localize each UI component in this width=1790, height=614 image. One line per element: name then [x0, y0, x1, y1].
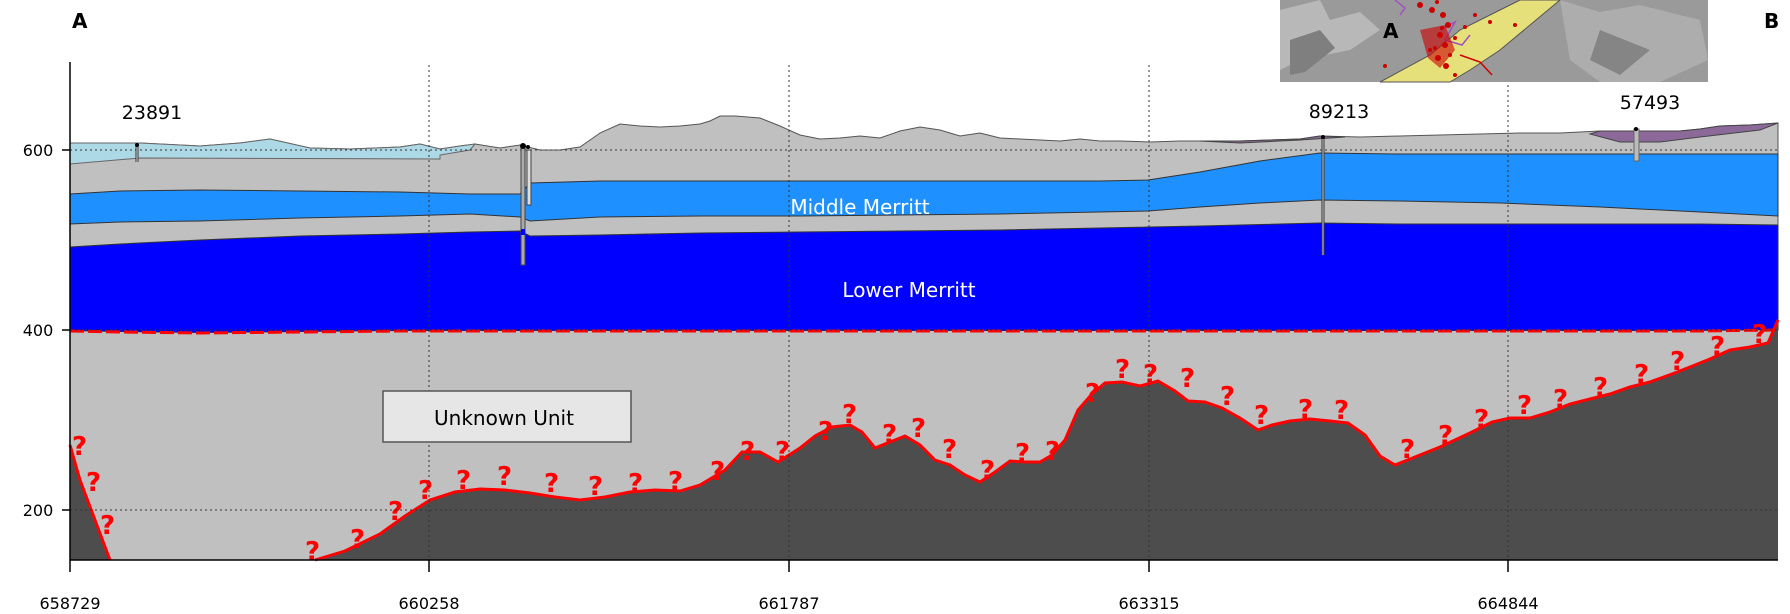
basement-contact-line: [68, 319, 1780, 562]
unknown-unit-box: [382, 390, 632, 443]
uncertain-contact-mark: ?: [350, 525, 365, 555]
uncertain-contact-mark: ?: [1593, 373, 1608, 403]
uncertain-contact-mark: ?: [775, 437, 790, 467]
uncertain-contact-mark: ?: [1752, 320, 1767, 350]
uncertain-contact-mark: ?: [544, 469, 559, 499]
uncertain-contact-mark: ?: [588, 472, 603, 502]
lake-fill: [69, 138, 477, 165]
uncertain-contact-mark: ?: [1015, 439, 1030, 469]
uncertain-contact-mark: ?: [1115, 355, 1130, 385]
inset-label: A: [1383, 19, 1399, 43]
uncertain-contact-mark: ?: [882, 420, 897, 450]
uncertain-contact-mark: ?: [1400, 435, 1415, 465]
uncertain-contact-mark: ?: [1517, 391, 1532, 421]
uncertain-contact-mark: ?: [1045, 437, 1060, 467]
uncertain-contact-mark: ?: [1710, 332, 1725, 362]
uncertain-contact-mark: ?: [1670, 347, 1685, 377]
uncertain-contact-mark: ?: [100, 511, 115, 541]
y-tick-label: 600: [23, 141, 54, 160]
well-label: 89213: [1309, 101, 1369, 123]
uncertain-contact-mark: ?: [710, 457, 725, 487]
inset-map: [1280, 0, 1708, 83]
well-57493: [1633, 127, 1640, 162]
x-tick-label: 661787: [758, 594, 819, 613]
x-tick-label: 658729: [39, 594, 100, 613]
uncertain-contact-mark: ?: [842, 400, 857, 430]
uncertain-contact-mark: ?: [418, 476, 433, 506]
basement-main-fill: [315, 320, 1778, 560]
uncertain-contact-mark: ?: [1438, 421, 1453, 451]
uncertain-contact-mark: ?: [1298, 395, 1313, 425]
uncertain-contact-mark: ?: [740, 437, 755, 467]
uncertain-contact-mark: ?: [388, 497, 403, 527]
uncertain-contact-mark: ?: [305, 537, 320, 567]
y-tick-label: 200: [23, 501, 54, 520]
uncertain-contact-mark: ?: [1254, 401, 1269, 431]
unknown-unit-label: Unknown Unit: [434, 406, 574, 430]
uncertain-contact-mark: ?: [1085, 379, 1100, 409]
uncertain-contact-mark: ?: [911, 414, 926, 444]
uncertain-contact-mark: ?: [1474, 405, 1489, 435]
purple-fill-1: [1199, 135, 1346, 144]
well-89213: [1321, 135, 1325, 255]
uncertain-contact-mark: ?: [1220, 382, 1235, 412]
well-23891: [135, 143, 139, 162]
uncertain-contact-mark: ?: [818, 417, 833, 447]
lower-merritt-base-contact: [69, 328, 1779, 335]
uncertain-contact-mark: ?: [86, 468, 101, 498]
uncertain-contact-mark: ?: [497, 462, 512, 492]
section-start-label: A: [72, 9, 88, 33]
uncertain-contact-mark: ?: [980, 456, 995, 486]
uncertain-contact-mark: ?: [1180, 364, 1195, 394]
x-tick-label: 663315: [1118, 594, 1179, 613]
uncertain-contact-mark: ?: [1634, 360, 1649, 390]
uncertain-contact-mark: ?: [1553, 385, 1568, 415]
uncertain-contact-mark: ?: [668, 467, 683, 497]
middle-merritt-label: Middle Merritt: [790, 195, 929, 219]
well-label: 23891: [122, 102, 182, 124]
uncertain-contact-mark: ?: [942, 435, 957, 465]
uncertain-contact-mark: ?: [456, 466, 471, 496]
uncertain-contact-marks: ????????????????????????????????????????…: [72, 320, 1767, 567]
y-tick-label: 400: [23, 321, 54, 340]
x-tick-label: 664844: [1477, 594, 1538, 613]
section-end-label: B: [1764, 9, 1779, 33]
uncertain-contact-mark: ?: [628, 469, 643, 499]
basement-fill: [70, 445, 110, 560]
well-label: 57493: [1620, 92, 1680, 114]
lower-merritt-label: Lower Merritt: [842, 278, 975, 302]
uncertain-contact-mark: ?: [1334, 396, 1349, 426]
well-center: [520, 143, 532, 266]
x-tick-label: 660258: [398, 594, 459, 613]
uncertain-contact-mark: ?: [1143, 360, 1158, 390]
uncertain-contact-mark: ?: [72, 432, 87, 462]
